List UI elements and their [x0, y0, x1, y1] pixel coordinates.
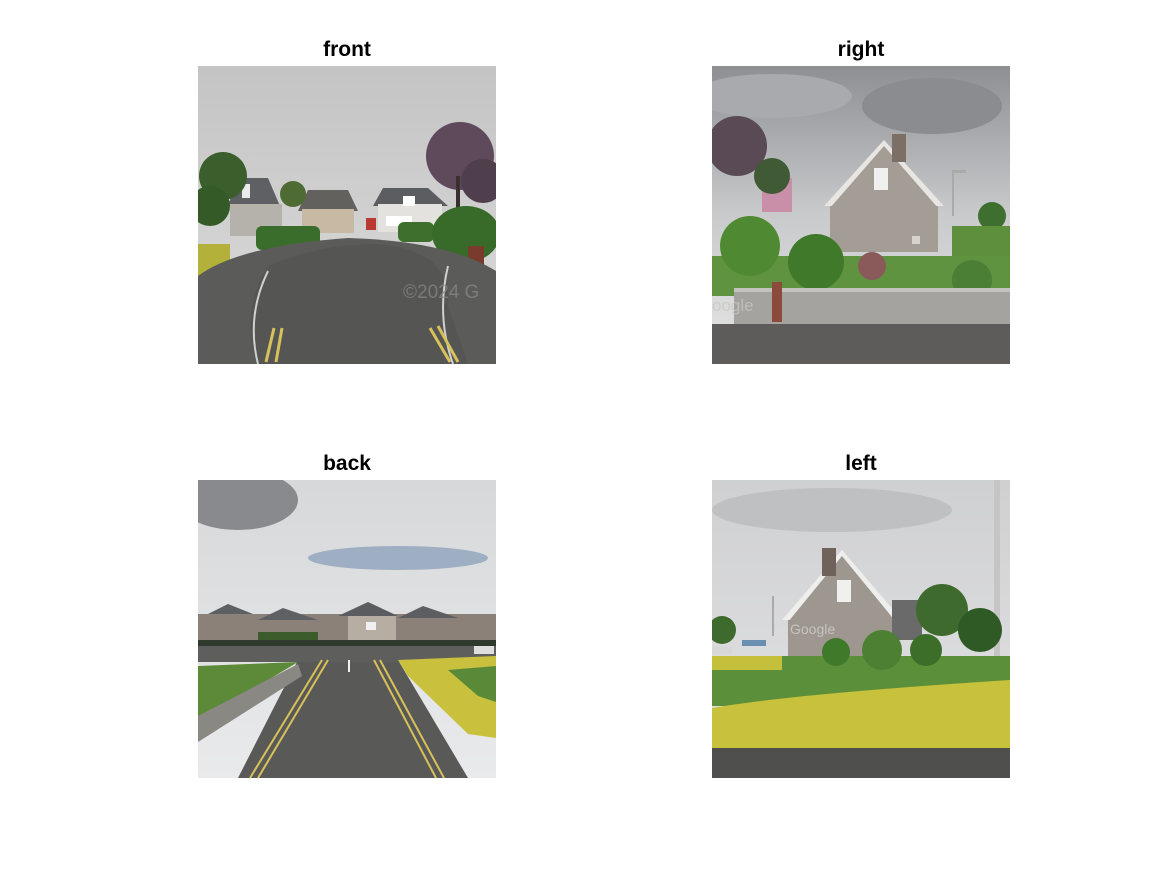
- front-watermark: ©2024 G: [403, 282, 479, 303]
- back-photo: [198, 480, 496, 778]
- panel-title-back: back: [323, 452, 371, 475]
- panel-title-front: front: [323, 38, 371, 61]
- left-photo: Google: [712, 480, 1010, 778]
- street-view-image-right: oogle: [712, 66, 1010, 364]
- panel-title-right: right: [837, 38, 885, 61]
- front-photo: ©2024 G: [198, 66, 496, 364]
- street-view-image-front: ©2024 G: [198, 66, 496, 364]
- street-view-image-back: [198, 480, 496, 778]
- right-watermark: oogle: [712, 296, 754, 315]
- panel-title-left: left: [845, 452, 877, 475]
- right-photo: oogle: [712, 66, 1010, 364]
- left-watermark: Google: [790, 621, 835, 637]
- street-view-image-left: Google: [712, 480, 1010, 778]
